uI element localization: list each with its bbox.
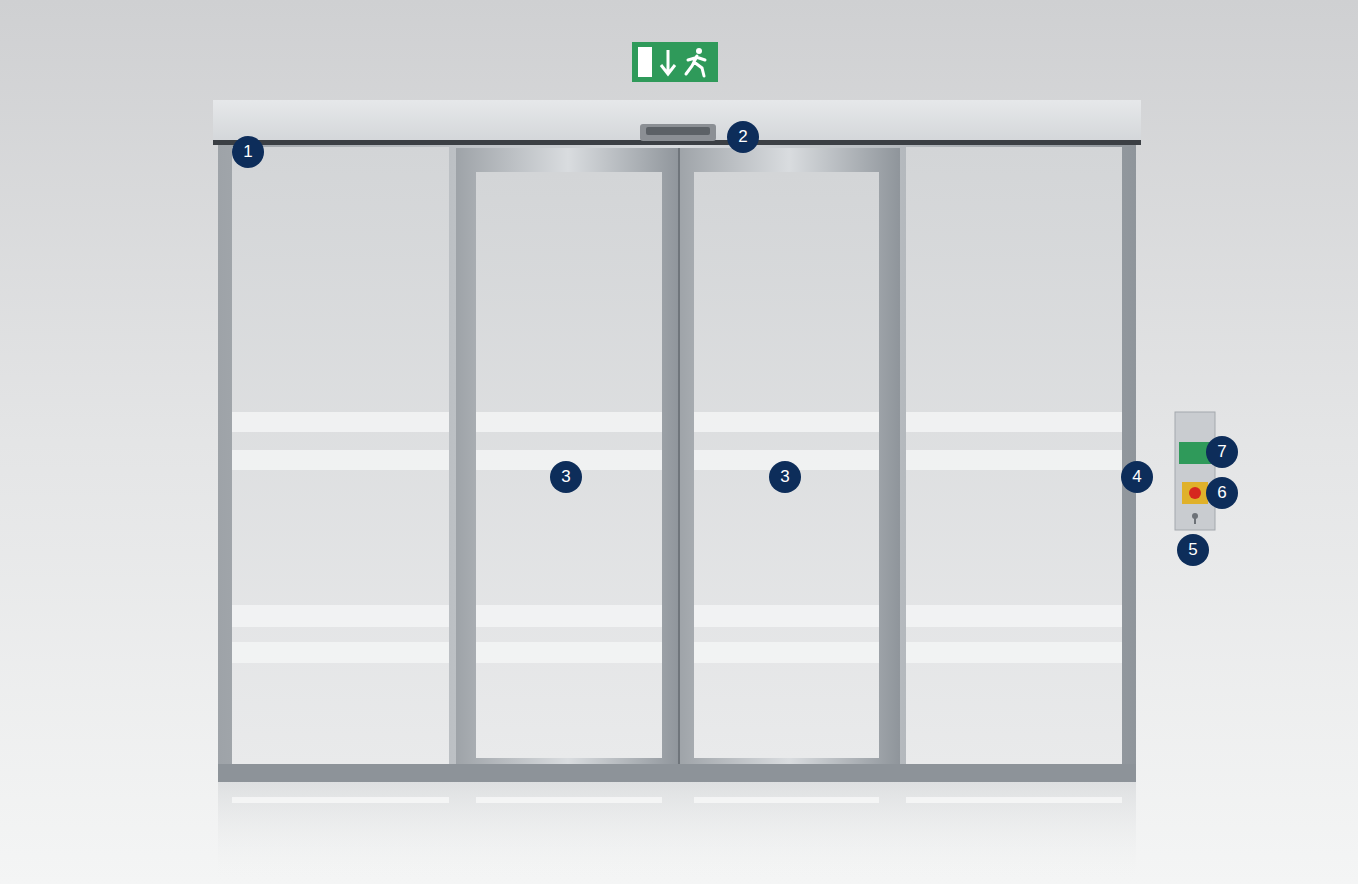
- frosted-stripe: [694, 642, 879, 663]
- key-switch: [1194, 516, 1196, 524]
- motion-sensor: [640, 124, 716, 141]
- callout-number: 7: [1206, 436, 1238, 468]
- door-frame: [218, 145, 1136, 782]
- callout-number: 4: [1121, 461, 1153, 493]
- frosted-stripe: [476, 642, 662, 663]
- running-man: [686, 56, 705, 76]
- motion-sensor: [646, 127, 710, 135]
- frosted-stripe: [906, 605, 1122, 627]
- frosted-stripes: [232, 412, 1122, 663]
- emergency-button: [1189, 487, 1201, 499]
- callout-number: 6: [1206, 477, 1238, 509]
- frosted-stripe: [476, 412, 662, 432]
- emergency-button-plate: [1182, 482, 1208, 504]
- fixed-panel: [906, 147, 1122, 764]
- callout-number: 5: [1177, 534, 1209, 566]
- callout-number: 1: [232, 136, 264, 168]
- exit-sign: [632, 42, 718, 82]
- running-man: [696, 48, 702, 54]
- floor-reflection: [232, 797, 1122, 803]
- callout-number: 2: [727, 121, 759, 153]
- frosted-stripe: [232, 605, 449, 627]
- sliding-leaf: [678, 148, 900, 772]
- glass-panels: [218, 147, 1136, 782]
- frosted-stripe: [232, 642, 449, 663]
- frosted-stripe: [906, 450, 1122, 470]
- frosted-stripe: [476, 605, 662, 627]
- leaf-glass: [694, 172, 879, 758]
- sliding-leaf: [456, 148, 680, 772]
- fixed-panel: [232, 147, 449, 764]
- leaf-glass: [476, 172, 662, 758]
- frosted-stripe: [906, 412, 1122, 432]
- frosted-stripe: [906, 642, 1122, 663]
- control-panel: [1175, 412, 1215, 530]
- exit-arrow: [661, 50, 675, 74]
- frosted-stripe: [694, 605, 879, 627]
- frosted-stripe: [694, 412, 879, 432]
- control-panel-housing: [1175, 412, 1215, 530]
- floor-track: [218, 764, 1136, 782]
- callout-number: 3: [769, 461, 801, 493]
- exit-sign-plate: [632, 42, 718, 82]
- frosted-stripe: [232, 450, 449, 470]
- drive-transom: [213, 100, 1141, 145]
- floor-reflection: [218, 782, 1136, 884]
- frosted-stripe: [232, 412, 449, 432]
- leaf-joint: [678, 148, 680, 772]
- exit-door-symbol: [638, 47, 652, 77]
- callout-number: 3: [550, 461, 582, 493]
